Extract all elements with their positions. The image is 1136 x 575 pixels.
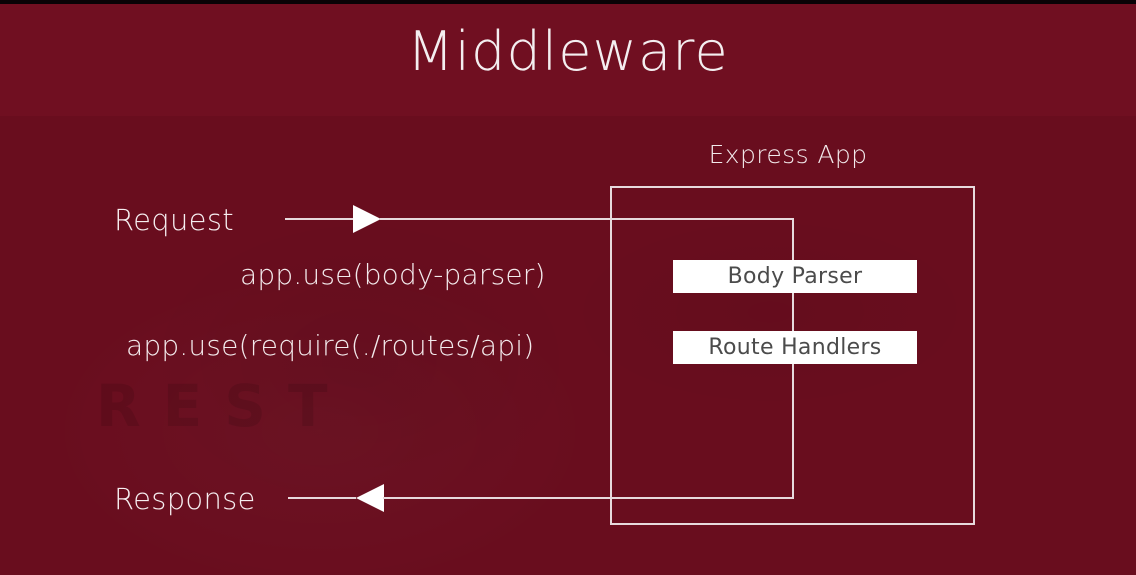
header-band	[0, 4, 1136, 116]
code-label-routes-api: app.use(require(./routes/api)	[126, 329, 535, 362]
top-edge-strip	[0, 0, 1136, 4]
page-title: Middleware	[407, 20, 729, 83]
request-line-right	[380, 218, 794, 220]
request-label: Request	[114, 203, 234, 237]
express-app-label: Express App	[708, 140, 868, 169]
background-shadow-left	[140, 212, 580, 512]
middleware-box-body-parser[interactable]: Body Parser	[673, 260, 917, 293]
internal-flow-return-line	[610, 497, 794, 499]
middleware-box-route-handlers[interactable]: Route Handlers	[673, 331, 917, 364]
rest-watermark: REST	[96, 372, 350, 440]
middleware-box-label: Body Parser	[727, 264, 863, 289]
code-label-body-parser: app.use(body-parser)	[240, 258, 546, 291]
middleware-box-label: Route Handlers	[708, 335, 882, 360]
request-line-left	[285, 218, 353, 220]
express-app-container	[610, 186, 975, 525]
response-line-left	[288, 497, 356, 499]
response-label: Response	[114, 482, 256, 516]
response-arrowhead-icon	[356, 484, 384, 512]
request-arrowhead-icon	[353, 205, 381, 233]
response-line-right	[383, 497, 611, 499]
